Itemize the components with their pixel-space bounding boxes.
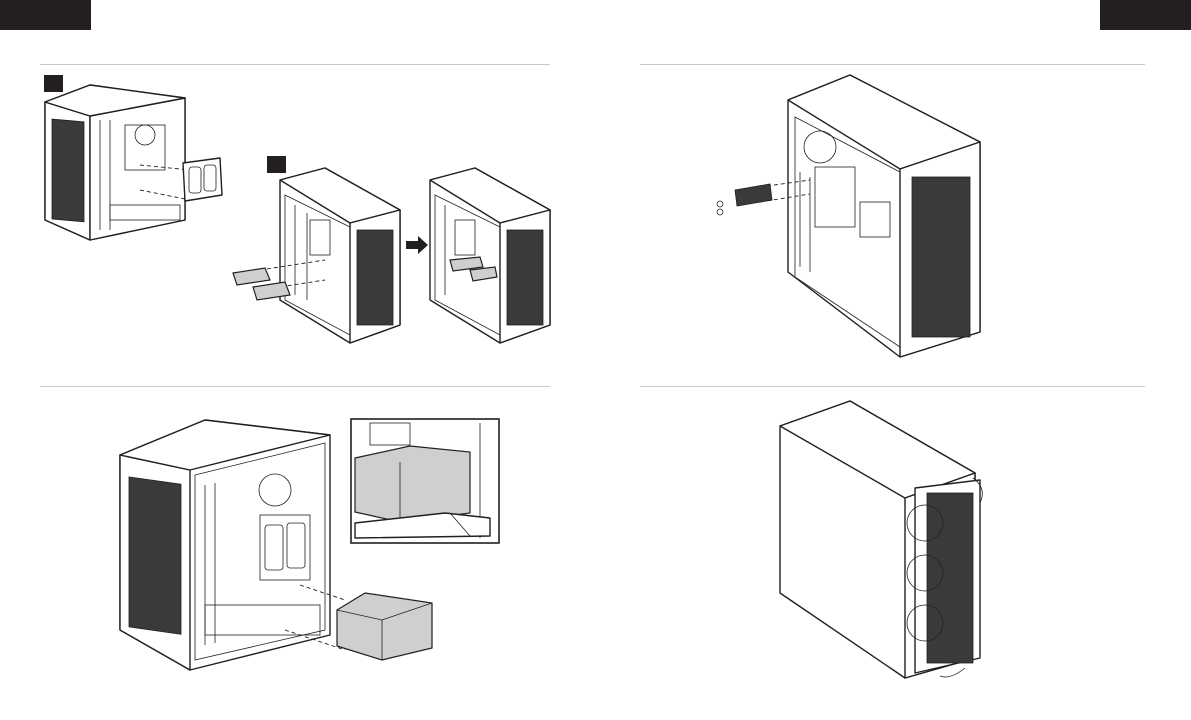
header-tab-left: [0, 0, 91, 30]
figure-case-front-panel: [775, 398, 995, 683]
figure-case-ssd-after: [425, 165, 555, 345]
figure-case-psu-install: [115, 415, 345, 675]
section-divider-bottom-right: [640, 386, 1145, 387]
section-divider-top-left: [40, 64, 550, 65]
section-divider-bottom-left: [40, 386, 550, 387]
figure-psu-box: [335, 588, 435, 663]
header-tab-right: [1100, 0, 1191, 30]
section-divider-top-right: [640, 64, 1145, 65]
figure-case-ssd-before: [225, 165, 405, 345]
figure-bracket-plate: [180, 155, 225, 205]
figure-case-pcie-bracket: [700, 72, 1000, 362]
figure-psu-detail-inset: [350, 418, 500, 544]
